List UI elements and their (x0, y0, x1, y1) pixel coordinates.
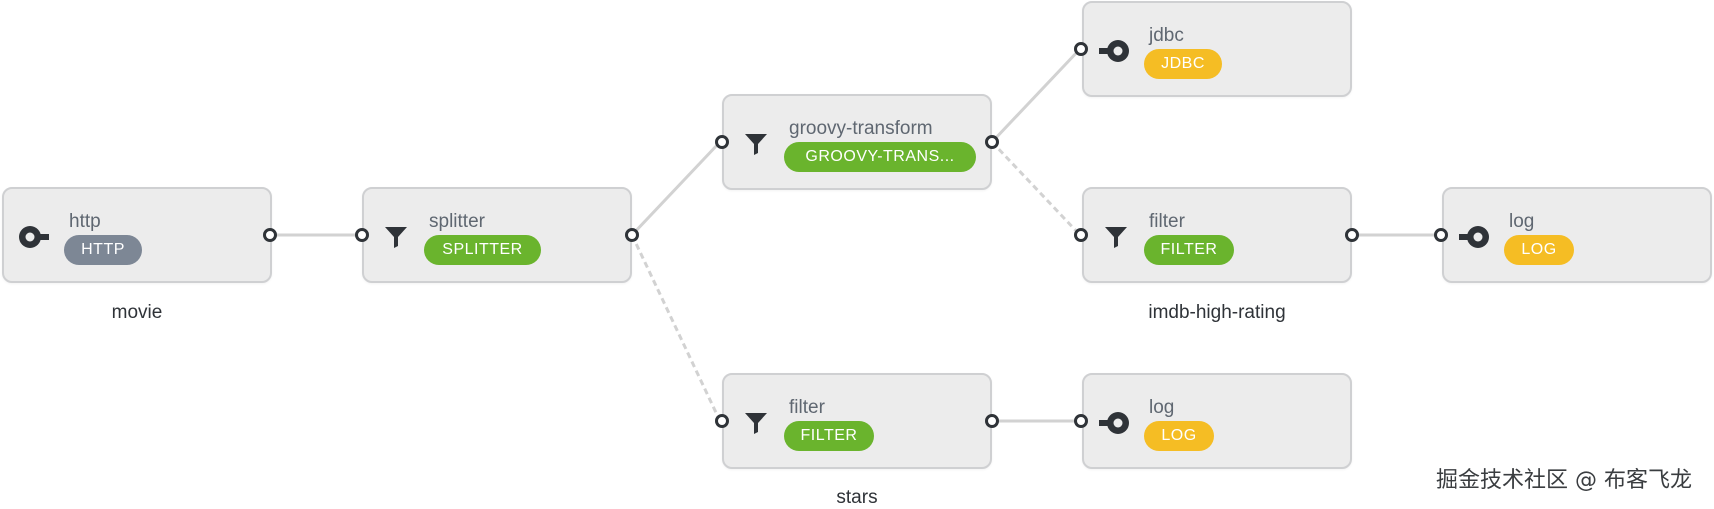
connection-groovy-jdbc (990, 47, 1082, 144)
output-port[interactable] (985, 135, 999, 149)
stream-label-movie[interactable]: movie (111, 302, 163, 323)
node-title: log (1509, 211, 1535, 232)
node-type-badge: SPLITTER (424, 235, 541, 265)
node-groovy-transform[interactable]: groovy-transform GROOVY-TRANS... (722, 94, 992, 190)
connection-splitter-groovy (630, 140, 722, 237)
node-type-badge: GROOVY-TRANS... (784, 142, 976, 172)
node-type-badge: FILTER (1144, 235, 1234, 265)
input-port[interactable] (1074, 414, 1088, 428)
node-log-high-rating[interactable]: log LOG (1442, 187, 1712, 283)
node-title: jdbc (1149, 25, 1184, 46)
node-jdbc[interactable]: jdbc JDBC (1082, 1, 1352, 97)
node-log-stars[interactable]: log LOG (1082, 373, 1352, 469)
node-title: filter (1149, 211, 1185, 232)
node-filter-high-rating[interactable]: filter FILTER (1082, 187, 1352, 283)
node-title: log (1149, 397, 1175, 418)
input-port[interactable] (355, 228, 369, 242)
node-title: filter (789, 397, 825, 418)
output-port[interactable] (985, 414, 999, 428)
connection-groovy-filter-high (990, 140, 1082, 237)
input-port[interactable] (715, 135, 729, 149)
output-port[interactable] (263, 228, 277, 242)
input-port[interactable] (1074, 42, 1088, 56)
node-type-badge: LOG (1504, 235, 1574, 265)
watermark: 掘金技术社区 @ 布客飞龙 (1436, 468, 1692, 493)
input-port[interactable] (715, 414, 729, 428)
node-title: http (69, 211, 101, 232)
filter-icon (745, 413, 767, 434)
node-type-badge: LOG (1144, 421, 1214, 451)
filter-icon (1105, 227, 1127, 248)
filter-icon (385, 227, 407, 248)
node-type-badge: JDBC (1144, 49, 1222, 79)
stream-label-stars[interactable]: stars (836, 487, 878, 508)
output-port[interactable] (625, 228, 639, 242)
connection-splitter-filter-stars (630, 234, 722, 422)
node-type-badge: FILTER (784, 421, 874, 451)
node-filter-stars[interactable]: filter FILTER (722, 373, 992, 469)
input-port[interactable] (1434, 228, 1448, 242)
node-title: splitter (429, 211, 485, 232)
node-splitter[interactable]: splitter SPLITTER (362, 187, 632, 283)
stream-label-imdb-high-rating[interactable]: imdb-high-rating (1148, 302, 1286, 323)
output-port[interactable] (1345, 228, 1359, 242)
input-port[interactable] (1074, 228, 1088, 242)
sink-icon (1459, 226, 1489, 248)
sink-icon (1099, 412, 1129, 434)
sink-icon (1099, 40, 1129, 62)
node-http[interactable]: http HTTP (2, 187, 272, 283)
source-icon (19, 226, 49, 248)
filter-icon (745, 134, 767, 155)
node-title: groovy-transform (789, 118, 933, 139)
node-type-badge: HTTP (64, 235, 142, 265)
